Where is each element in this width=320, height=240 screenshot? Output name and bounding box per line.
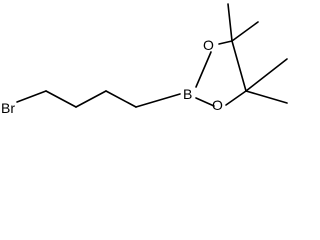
bond-c2-c3 — [75, 90, 107, 108]
bond-c6-methyl-down — [245, 90, 288, 104]
bond-b-o-bottom — [195, 97, 215, 107]
atom-label-oxygen-bottom: O — [212, 97, 223, 113]
bond-c6-methyl-right — [245, 58, 288, 92]
bond-c1-c2 — [45, 90, 77, 108]
atom-label-oxygen-top: O — [203, 37, 214, 53]
atom-label-boron: B — [183, 86, 192, 102]
bond-c3-c4 — [105, 90, 137, 108]
bond-br-c1 — [16, 90, 47, 103]
bond-c4-b — [135, 93, 181, 108]
bond-o-top-c5 — [218, 40, 233, 45]
atom-label-bromine: Br — [1, 100, 15, 116]
bond-c5-methyl-up — [227, 3, 233, 42]
bond-o-bottom-c6 — [225, 90, 247, 106]
bond-b-o-top — [195, 51, 212, 88]
molecular-structure: Br B O O — [1, 3, 288, 116]
bond-c5-methyl-right — [231, 21, 259, 42]
bond-c5-c6 — [231, 40, 247, 92]
